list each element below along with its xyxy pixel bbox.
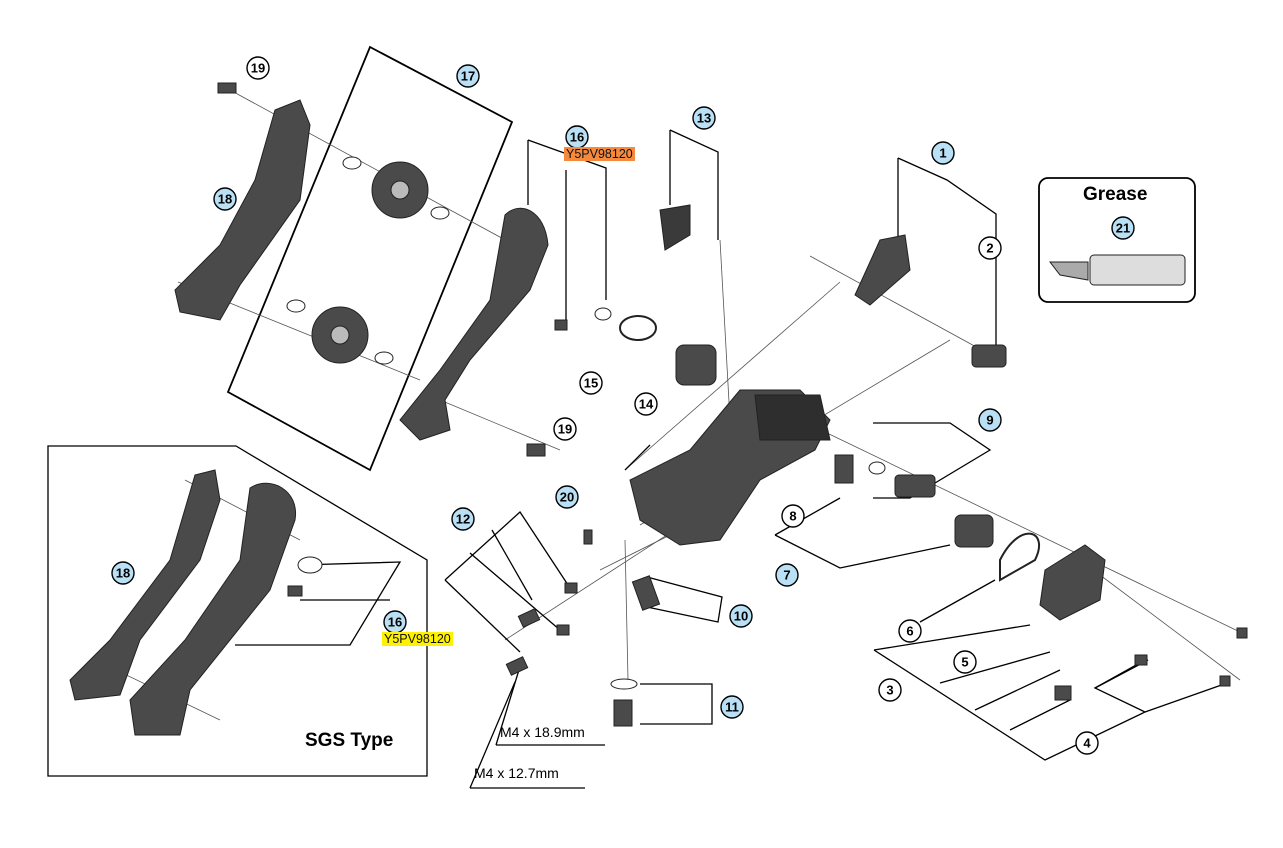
callout-circle [1111,216,1135,240]
callout-circle [555,485,579,509]
callout-7[interactable]: 7 [775,563,799,587]
callout-5[interactable]: 5 [953,650,977,674]
callout-circle [878,678,902,702]
callout-circle [978,408,1002,432]
callout-circle [931,141,955,165]
callout-number: 21 [1116,221,1130,236]
callout-number: 19 [558,422,572,437]
callout-number: 12 [456,512,470,527]
callout-number: 16 [570,130,584,145]
grease-tube [1089,254,1186,286]
callout-circle [720,695,744,719]
callout-circle [553,417,577,441]
callout-11[interactable]: 11 [720,695,744,719]
stabilizer-unit [1039,544,1106,621]
callout-number: 1 [939,146,946,161]
callout-number: 15 [584,376,598,391]
outer-plate [174,99,311,321]
callout-number: 14 [639,397,654,412]
callout-number: 17 [461,69,475,84]
callout-number: 4 [1083,736,1091,751]
grease-title: Grease [1083,184,1148,205]
callout-16[interactable]: 16 [383,610,407,634]
callout-number: 10 [734,609,748,624]
callout-8[interactable]: 8 [781,504,805,528]
callout-circle [579,371,603,395]
callout-19[interactable]: 19 [553,417,577,441]
callout-number: 7 [783,568,790,583]
callout-4[interactable]: 4 [1075,731,1099,755]
callout-12[interactable]: 12 [451,507,475,531]
callout-number: 18 [218,192,232,207]
callout-circle [246,56,270,80]
sgs-outer-plate [69,469,221,701]
callout-number: 6 [906,624,913,639]
part-code-top[interactable]: Y5PV98120 [564,147,635,161]
callout-16[interactable]: 16 [565,125,589,149]
callout-10[interactable]: 10 [729,604,753,628]
spring-cylinder [675,344,717,386]
callout-circle [898,619,922,643]
callout-19[interactable]: 19 [246,56,270,80]
sgs-type-label: SGS Type [305,730,394,751]
callout-circle [456,64,480,88]
callout-circle [781,504,805,528]
callout-circle [111,561,135,585]
callout-number: 5 [961,655,968,670]
callout-number: 20 [560,490,574,505]
callout-17[interactable]: 17 [456,64,480,88]
callout-circle [1075,731,1099,755]
callout-3[interactable]: 3 [878,678,902,702]
callout-13[interactable]: 13 [692,106,716,130]
callout-circle [729,604,753,628]
callout-number: 11 [725,700,739,715]
callout-number: 9 [986,413,993,428]
screw-length-short: M4 x 12.7mm [474,765,559,781]
callout-circle [213,187,237,211]
callout-number: 8 [789,509,796,524]
callout-14[interactable]: 14 [634,392,658,416]
inner-plate [399,207,549,441]
callout-number: 19 [251,61,265,76]
grease-box [1038,177,1196,303]
callout-20[interactable]: 20 [555,485,579,509]
b-link [854,234,911,306]
callout-15[interactable]: 15 [579,371,603,395]
callout-number: 3 [886,683,893,698]
sgs-inner-plate [129,482,296,736]
callout-21[interactable]: 21 [1111,216,1135,240]
callout-circle [692,106,716,130]
callout-18[interactable]: 18 [213,187,237,211]
callout-circle [978,236,1002,260]
callout-circle [953,650,977,674]
callout-circle [451,507,475,531]
callout-number: 2 [986,241,993,256]
callout-18[interactable]: 18 [111,561,135,585]
callout-2[interactable]: 2 [978,236,1002,260]
sgs-inset-frame [47,445,428,777]
screw-length-long: M4 x 18.9mm [500,724,585,740]
callout-9[interactable]: 9 [978,408,1002,432]
callout-circle [634,392,658,416]
pulley-set-frame [226,45,514,472]
callout-circle [775,563,799,587]
callout-number: 13 [697,111,711,126]
callout-6[interactable]: 6 [898,619,922,643]
callout-1[interactable]: 1 [931,141,955,165]
part-code-inset[interactable]: Y5PV98120 [382,632,453,646]
callout-number: 18 [116,566,130,581]
callout-number: 16 [388,615,402,630]
